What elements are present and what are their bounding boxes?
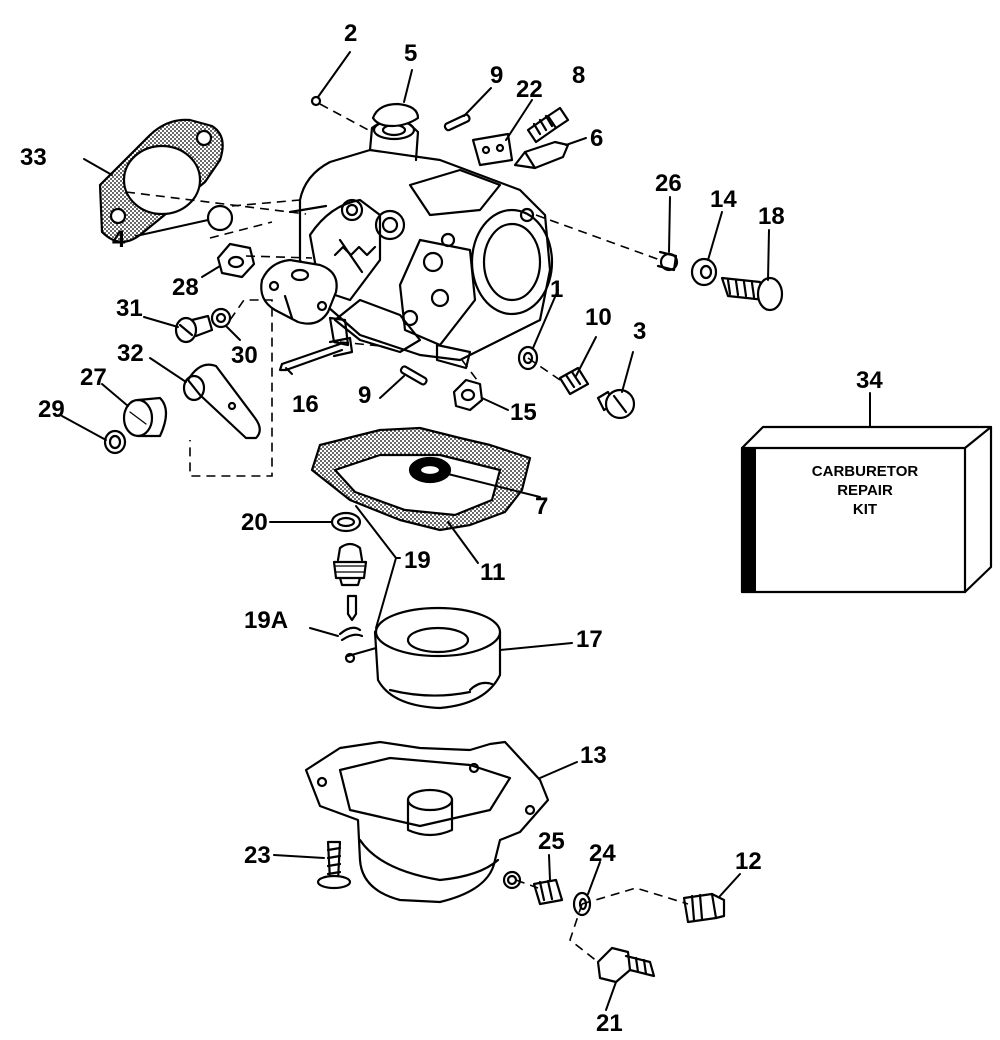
assembly-lines (125, 103, 689, 963)
repair-kit-label: CARBURETOR REPAIR KIT (780, 462, 950, 519)
screw-25 (532, 878, 564, 906)
screw-3 (596, 388, 636, 420)
callout-4: 4 (112, 226, 126, 253)
callout-32: 32 (117, 340, 144, 367)
washer-14 (690, 257, 718, 287)
plug-26 (656, 250, 679, 272)
callout-18: 18 (758, 203, 785, 230)
pin-9-mid (399, 365, 428, 386)
callout-33: 33 (20, 144, 47, 171)
gasket-33 (98, 118, 224, 243)
kit-line-1: CARBURETOR (811, 463, 919, 480)
screw-23 (316, 840, 352, 890)
callout-20: 20 (241, 509, 268, 536)
ball-2 (310, 95, 322, 107)
repair-kit-box (740, 425, 993, 594)
ring-29 (103, 429, 127, 455)
callout-13: 13 (580, 742, 607, 769)
fitting-8 (526, 106, 570, 144)
callout-27: 27 (80, 364, 107, 391)
screw-31 (174, 314, 214, 344)
callout-29: 29 (38, 396, 65, 423)
callout-30: 30 (231, 342, 258, 369)
callout-16: 16 (292, 391, 319, 418)
callout-26: 26 (655, 170, 682, 197)
washer-20 (330, 511, 362, 533)
washer-24 (572, 891, 592, 917)
needle-seat (332, 542, 368, 587)
callout-28: 28 (172, 274, 199, 301)
clip-19A (338, 626, 364, 642)
carburetor-body (260, 118, 554, 370)
needle-16 (278, 336, 354, 372)
lever-32 (182, 363, 261, 440)
callout-7: 7 (535, 493, 549, 520)
leader-lines (61, 51, 871, 1011)
callout-9-mid: 9 (358, 382, 372, 409)
o-ring-1 (517, 345, 539, 371)
callout-5: 5 (404, 40, 418, 67)
callout-25: 25 (538, 828, 565, 855)
bushing-27 (122, 396, 168, 438)
plug-12 (682, 892, 726, 924)
callout-11: 11 (480, 559, 506, 586)
ball-4 (206, 204, 234, 232)
seal-7 (408, 456, 452, 484)
jet-10 (558, 366, 590, 396)
callout-2: 2 (344, 20, 358, 47)
callout-19: 19 (404, 547, 431, 574)
pin-9-top (443, 113, 471, 132)
callout-24: 24 (589, 840, 616, 867)
float-needle (346, 594, 358, 622)
callout-21: 21 (596, 1010, 623, 1037)
float-bowl-13 (304, 740, 550, 904)
callout-1: 1 (550, 276, 564, 303)
callout-17: 17 (576, 626, 603, 653)
callout-10: 10 (585, 304, 612, 331)
kit-line-3: KIT (852, 501, 878, 518)
screw-18 (720, 276, 784, 312)
callout-19A: 19A (244, 607, 289, 634)
bracket-22 (471, 132, 514, 167)
plug-5 (371, 102, 420, 128)
kit-line-2: REPAIR (837, 482, 893, 499)
callout-14: 14 (710, 186, 737, 213)
nut-15 (452, 378, 484, 412)
callout-8: 8 (572, 62, 586, 89)
nut-28 (216, 242, 256, 279)
callout-15: 15 (510, 399, 537, 426)
callout-9-top: 9 (490, 62, 504, 89)
callout-34: 34 (856, 367, 883, 394)
callout-22: 22 (516, 76, 543, 103)
float-17 (344, 606, 502, 710)
needle-6 (513, 140, 570, 170)
callout-6: 6 (590, 125, 604, 152)
washer-30 (210, 307, 232, 329)
callout-23: 23 (244, 842, 271, 869)
callout-12: 12 (735, 848, 762, 875)
fitting-21 (596, 946, 656, 984)
callout-31: 31 (116, 295, 143, 322)
callout-3: 3 (633, 318, 647, 345)
